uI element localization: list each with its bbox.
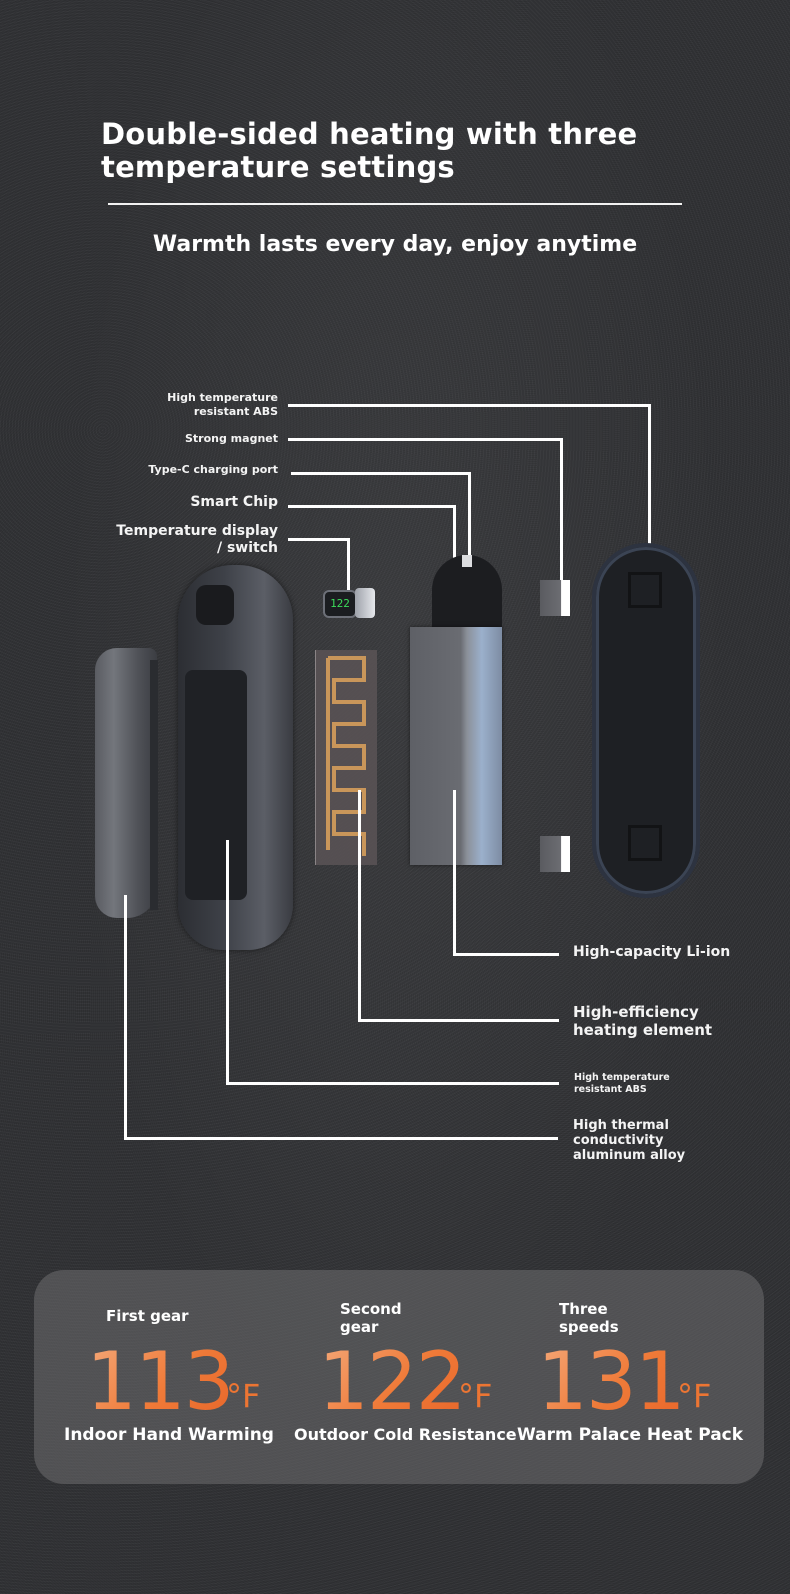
- front-shell-cavity: [185, 670, 247, 900]
- leader-line: [358, 790, 361, 1022]
- label-smart-chip: Smart Chip: [190, 494, 278, 510]
- leader-line: [124, 1137, 558, 1140]
- label-line: heating element: [573, 1021, 713, 1039]
- leader-line: [291, 472, 471, 475]
- magnet-bottom: [540, 836, 570, 872]
- leader-line: [288, 404, 651, 407]
- back-shell-clip-bottom: [628, 825, 662, 861]
- magnet-top: [540, 580, 570, 616]
- page-subtitle: Warmth lasts every day, enjoy anytime: [152, 232, 638, 257]
- fahrenheit-unit: °F: [458, 1377, 493, 1415]
- leader-line: [453, 790, 456, 956]
- gear-temperature-value: 122: [318, 1335, 467, 1428]
- label-type-c-port: Type-C charging port: [148, 463, 278, 476]
- li-ion-battery: [410, 627, 502, 865]
- gear-title: First gear: [106, 1307, 189, 1325]
- label-line: High temperature: [167, 391, 278, 404]
- label-li-ion: High-capacity Li-ion: [573, 944, 731, 960]
- label-line: High-efficiency: [573, 1003, 699, 1021]
- label-line: conductivity: [573, 1133, 664, 1148]
- gear-card-third: Three speeds 131 °F Warm Palace Heat Pac…: [517, 1270, 764, 1484]
- label-line: High thermal: [573, 1118, 669, 1133]
- gear-title-line: Second: [340, 1300, 402, 1318]
- label-line: resistant ABS: [193, 405, 278, 418]
- gear-title: Second gear: [340, 1300, 402, 1336]
- leader-line: [226, 1082, 559, 1085]
- label-strong-magnet: Strong magnet: [184, 432, 278, 445]
- heating-element: [315, 650, 377, 865]
- page-title: Double-sided heating with three temperat…: [101, 118, 701, 184]
- label-line: / switch: [216, 540, 278, 556]
- front-shell-port: [196, 585, 234, 625]
- temperature-display: 122: [323, 590, 357, 618]
- label-line: aluminum alloy: [573, 1148, 686, 1163]
- leader-line: [226, 840, 229, 1085]
- display-switch: [355, 588, 375, 618]
- page-title-line-2: temperature settings: [101, 150, 455, 184]
- label-temp-display: Temperature display / switch: [100, 523, 278, 557]
- leader-line: [468, 472, 471, 557]
- leader-line: [358, 1019, 559, 1022]
- gear-temperature-value: 131: [537, 1335, 686, 1428]
- label-line: Temperature display: [116, 523, 278, 539]
- gear-title-line: Three: [559, 1300, 608, 1318]
- gear-description: Warm Palace Heat Pack: [517, 1425, 744, 1445]
- fahrenheit-unit: °F: [677, 1377, 712, 1415]
- label-abs-bottom: High temperature resistant ABS: [574, 1072, 670, 1096]
- temperature-gears-panel: First gear 113 °F Indoor Hand Warming Se…: [34, 1270, 764, 1484]
- label-heating-element: High-efficiency heating element: [573, 1003, 712, 1039]
- leader-line: [560, 438, 563, 596]
- fahrenheit-unit: °F: [226, 1377, 261, 1415]
- gear-title: Three speeds: [559, 1300, 619, 1336]
- gear-description: Indoor Hand Warming: [64, 1425, 274, 1445]
- aluminum-plate-edge: [150, 660, 158, 910]
- type-c-port: [462, 555, 472, 567]
- label-abs-top: High temperature resistant ABS: [120, 391, 278, 419]
- label-aluminum-alloy: High thermal conductivity aluminum alloy: [573, 1118, 685, 1163]
- leader-line: [288, 538, 350, 541]
- leader-line: [648, 404, 651, 566]
- aluminum-plate: [95, 648, 157, 918]
- leader-line: [124, 895, 127, 1140]
- leader-line: [347, 538, 350, 598]
- label-line: High temperature: [574, 1072, 670, 1083]
- gear-temperature-value: 113: [86, 1335, 235, 1428]
- back-shell: [592, 543, 700, 898]
- gear-description: Outdoor Cold Resistance: [294, 1425, 517, 1444]
- gear-title-line: First gear: [106, 1307, 189, 1325]
- leader-line: [288, 505, 456, 508]
- gear-card-first: First gear 113 °F Indoor Hand Warming: [34, 1270, 284, 1484]
- back-shell-clip-top: [628, 572, 662, 608]
- label-line: resistant ABS: [574, 1084, 647, 1095]
- smart-chip-pcb: [432, 555, 502, 635]
- leader-line: [453, 953, 559, 956]
- gear-title-line: gear: [340, 1318, 379, 1336]
- page-title-line-1: Double-sided heating with three: [101, 117, 638, 151]
- gear-card-second: Second gear 122 °F Outdoor Cold Resistan…: [284, 1270, 519, 1484]
- gear-title-line: speeds: [559, 1318, 619, 1336]
- display-reading: 122: [330, 597, 350, 610]
- leader-line: [288, 438, 563, 441]
- heating-trace-icon: [326, 656, 366, 856]
- title-divider: [108, 203, 682, 205]
